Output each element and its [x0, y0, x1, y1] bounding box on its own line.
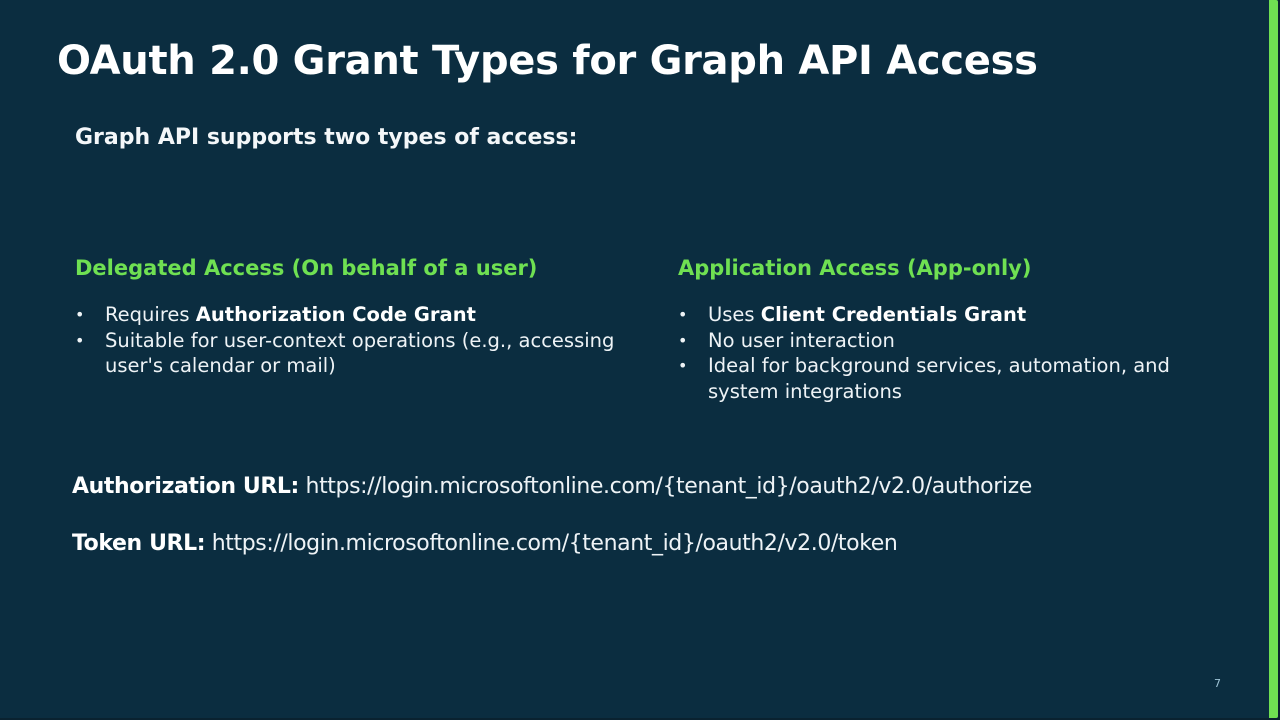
emphasis-text: Authorization Code Grant: [195, 303, 476, 326]
bullet-icon: •: [75, 330, 85, 350]
authorization-url-line: Authorization URL: https://login.microso…: [72, 474, 1032, 499]
bullet-item: • Requires Authorization Code Grant: [75, 303, 476, 326]
bullet-icon: •: [75, 305, 85, 324]
application-access-column: Application Access (App-only) • Uses Cli…: [678, 256, 1198, 404]
authorization-url-label: Authorization URL:: [72, 474, 299, 499]
page-number: 7: [1214, 677, 1221, 690]
token-url-label: Token URL:: [72, 531, 206, 556]
bullet-item: • Suitable for user-context operations (…: [75, 328, 615, 378]
token-url-line: Token URL: https://login.microsoftonline…: [72, 531, 898, 556]
bullet-item: • Uses Client Credentials Grant: [678, 303, 1027, 326]
intro-text: Graph API supports two types of access:: [75, 125, 578, 150]
application-access-heading: Application Access (App-only): [678, 256, 1032, 280]
accent-bar: [1269, 0, 1278, 718]
bullet-icon: •: [678, 356, 688, 375]
delegated-access-column: Delegated Access (On behalf of a user) •…: [75, 256, 635, 379]
slide-title: OAuth 2.0 Grant Types for Graph API Acce…: [57, 38, 1038, 84]
delegated-bullet-list: • Requires Authorization Code Grant • Su…: [75, 302, 635, 379]
delegated-access-heading: Delegated Access (On behalf of a user): [75, 256, 538, 280]
bottom-strip: [0, 718, 1280, 720]
bullet-icon: •: [678, 330, 688, 350]
emphasis-text: Client Credentials Grant: [760, 303, 1027, 326]
authorization-url-value: https://login.microsoftonline.com/{tenan…: [298, 474, 1033, 499]
edge-strip: [1278, 0, 1280, 720]
application-bullet-list: • Uses Client Credentials Grant • No use…: [678, 302, 1198, 404]
bullet-icon: •: [678, 305, 688, 324]
token-url-value: https://login.microsoftonline.com/{tenan…: [205, 531, 898, 556]
bullet-item: • Ideal for background services, automat…: [678, 354, 1170, 403]
bullet-item: • No user interaction: [678, 328, 895, 352]
